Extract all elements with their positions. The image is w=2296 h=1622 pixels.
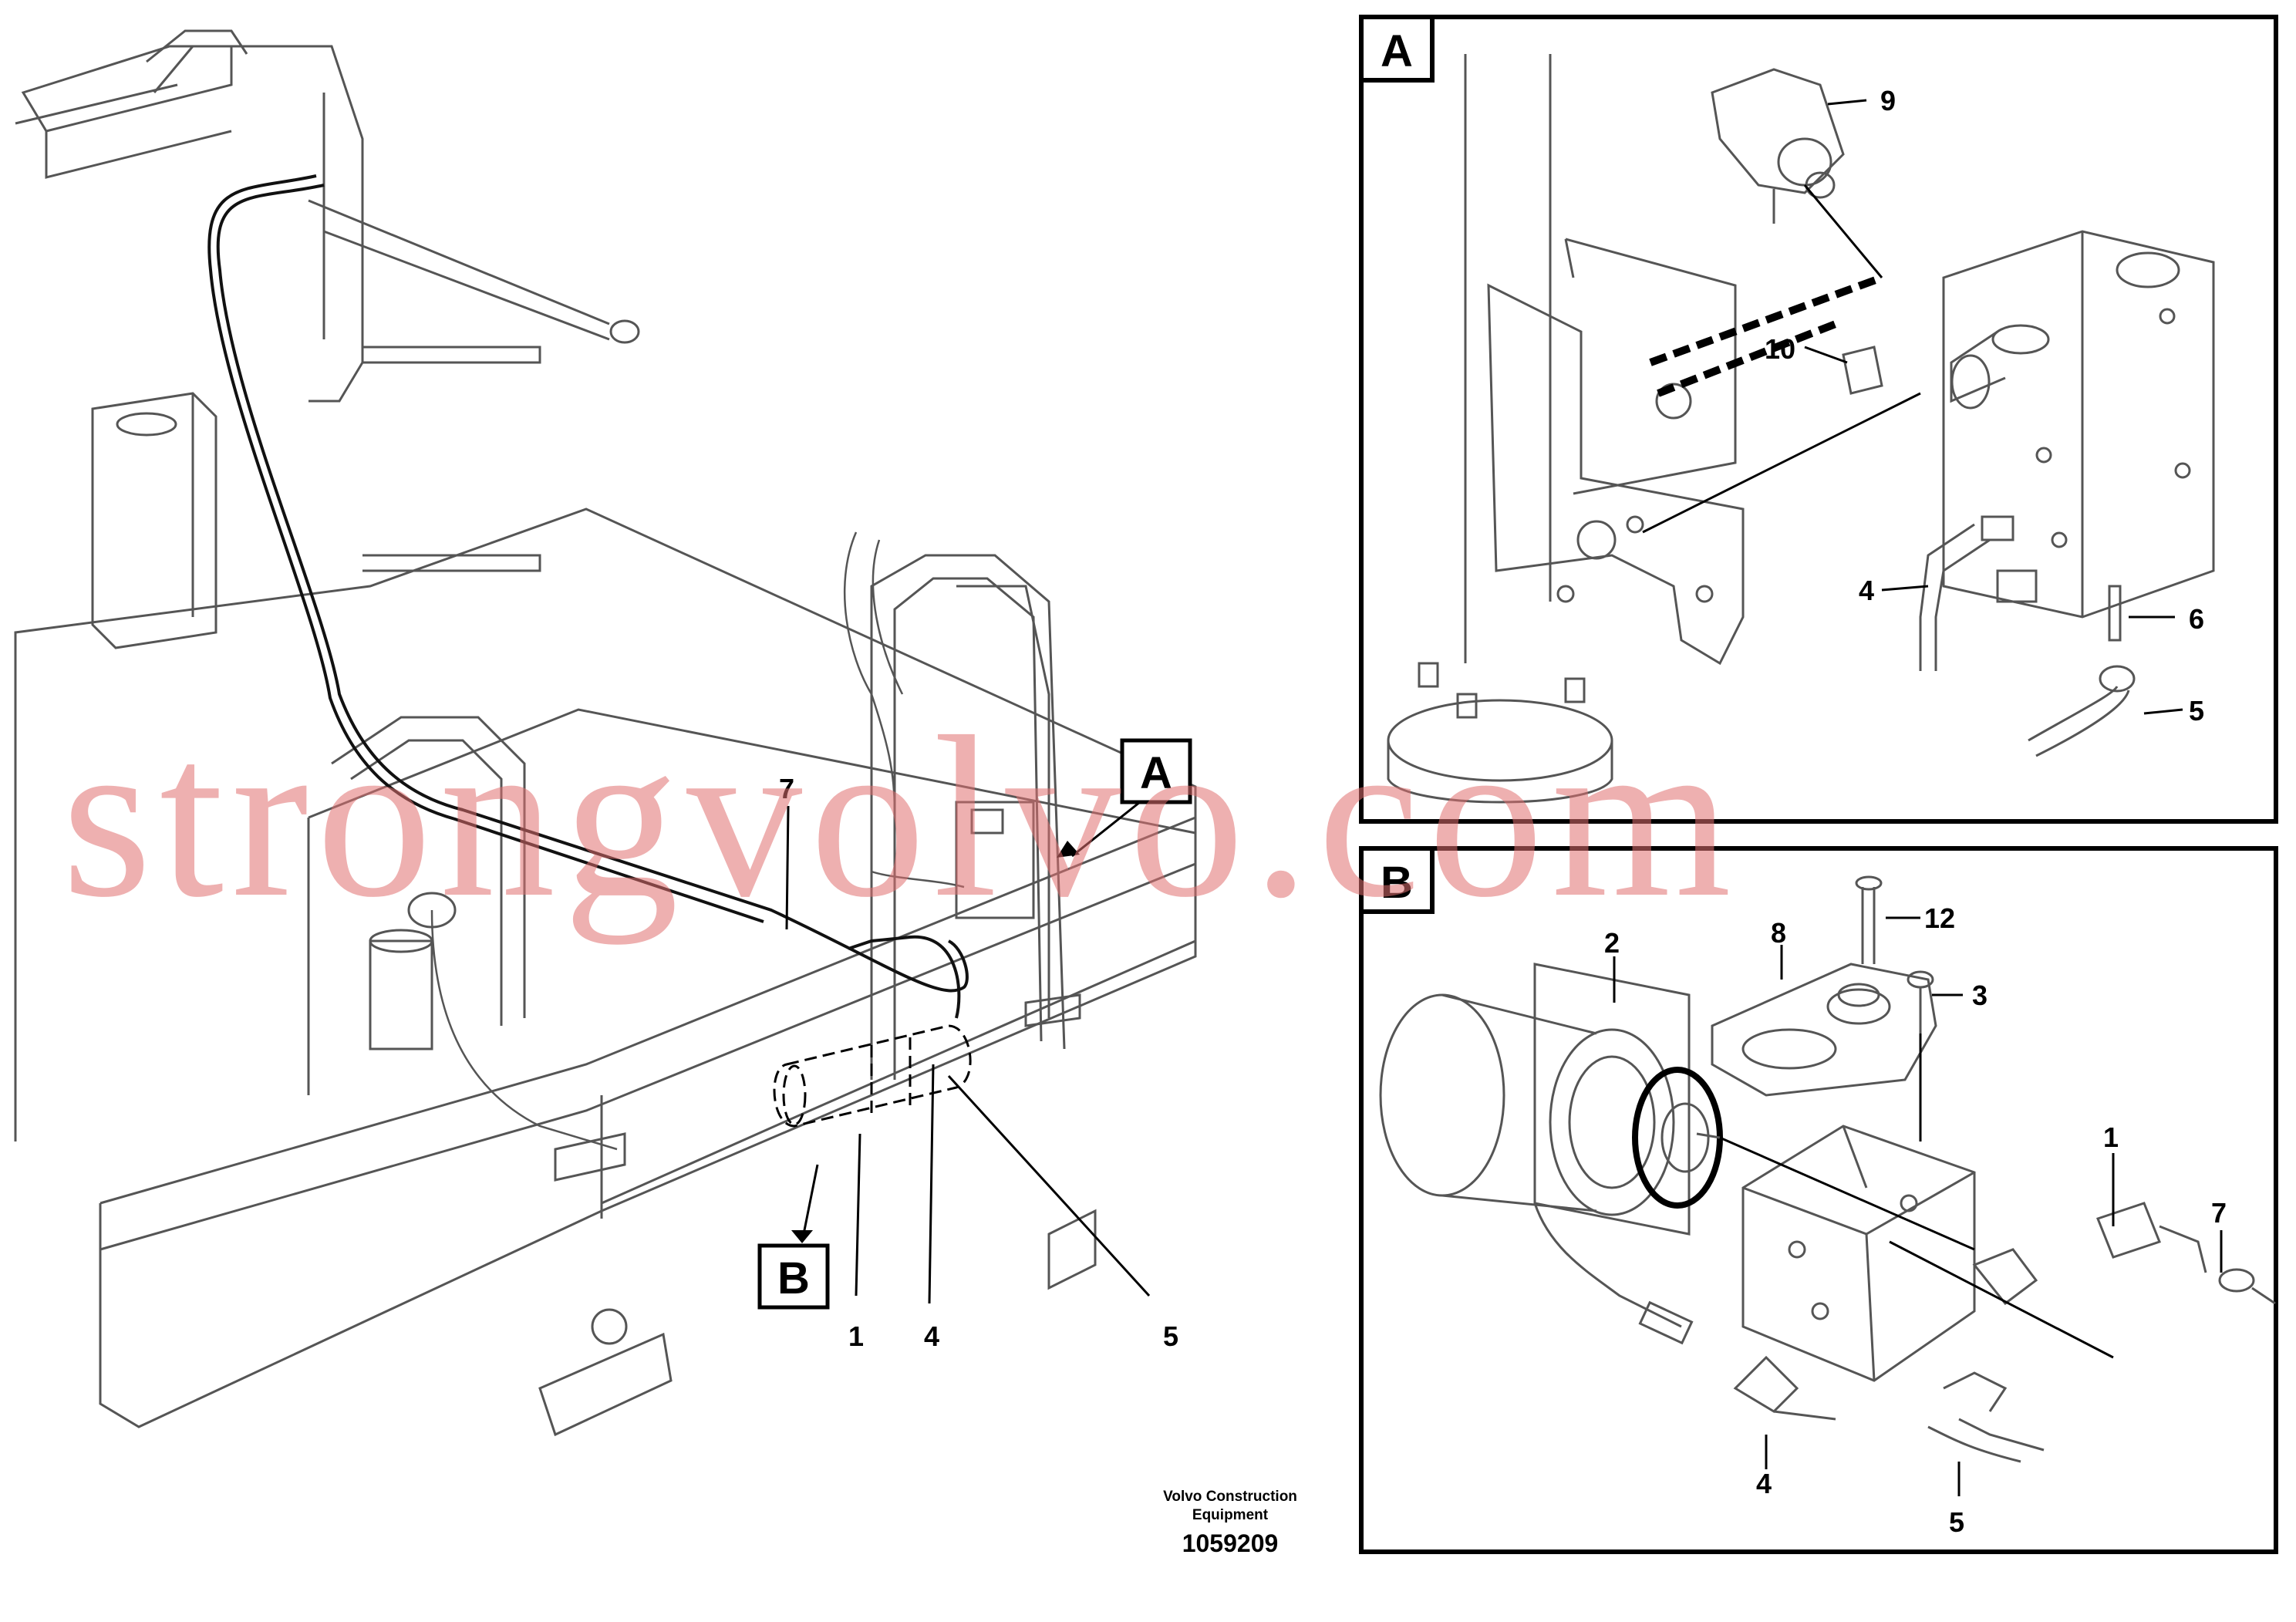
detail-a-panel: A [1359,15,2278,824]
detail-b-callout-4: 4 [1756,1468,1772,1499]
svg-text:A: A [1140,748,1172,798]
detail-b-callout-2: 2 [1604,927,1620,959]
detail-a-callout-4: 4 [1859,575,1874,606]
caption-line-2: Equipment [1192,1507,1269,1523]
overview-arrowheads [791,841,1080,1243]
caption-line-1: Volvo Construction [1163,1489,1297,1505]
detail-b-callout-12: 12 [1924,902,1955,934]
detail-a-letter: A [1381,26,1413,76]
callout-7: 7 [779,773,794,804]
detail-b-parts [1379,875,2276,1463]
detail-a-cable [1649,274,1883,397]
detail-a-callout-10: 10 [1765,333,1795,365]
detail-b-leaders [1613,916,2223,1496]
detail-a-parts [1387,54,2215,804]
detail-b-callout-1: 1 [2103,1121,2119,1153]
detail-flag-b: B [757,1243,830,1310]
detail-a-callout-6: 6 [2189,603,2204,635]
overview-small-hoses [430,531,965,1151]
detail-a-leaders [1642,99,2183,715]
callout-5: 5 [1163,1320,1178,1352]
overview-drawing [14,29,1197,1437]
overview-leaders [785,801,1151,1304]
detail-b-callout-7: 7 [2211,1197,2227,1229]
detail-flag-a: A [1120,738,1192,804]
dashed-components-b [773,1024,972,1128]
detail-b-callout-3: 3 [1972,980,1988,1011]
svg-text:B: B [777,1253,810,1303]
detail-b-panel: B [1359,846,2278,1554]
watermark: strongvolvo.com [62,689,1739,946]
drawing-number: 1059209 [1182,1529,1279,1557]
hose-route [207,174,969,1019]
detail-b-callout-5: 5 [1949,1506,1964,1538]
detail-a-callout-9: 9 [1880,85,1896,116]
drawing-caption: Volvo Construction Equipment 1059209 [1163,1489,1297,1557]
callout-4: 4 [924,1320,939,1352]
detail-b-callout-8: 8 [1771,917,1786,949]
callout-1: 1 [848,1320,864,1352]
detail-b-letter: B [1381,858,1413,908]
detail-a-callout-5: 5 [2189,695,2204,727]
